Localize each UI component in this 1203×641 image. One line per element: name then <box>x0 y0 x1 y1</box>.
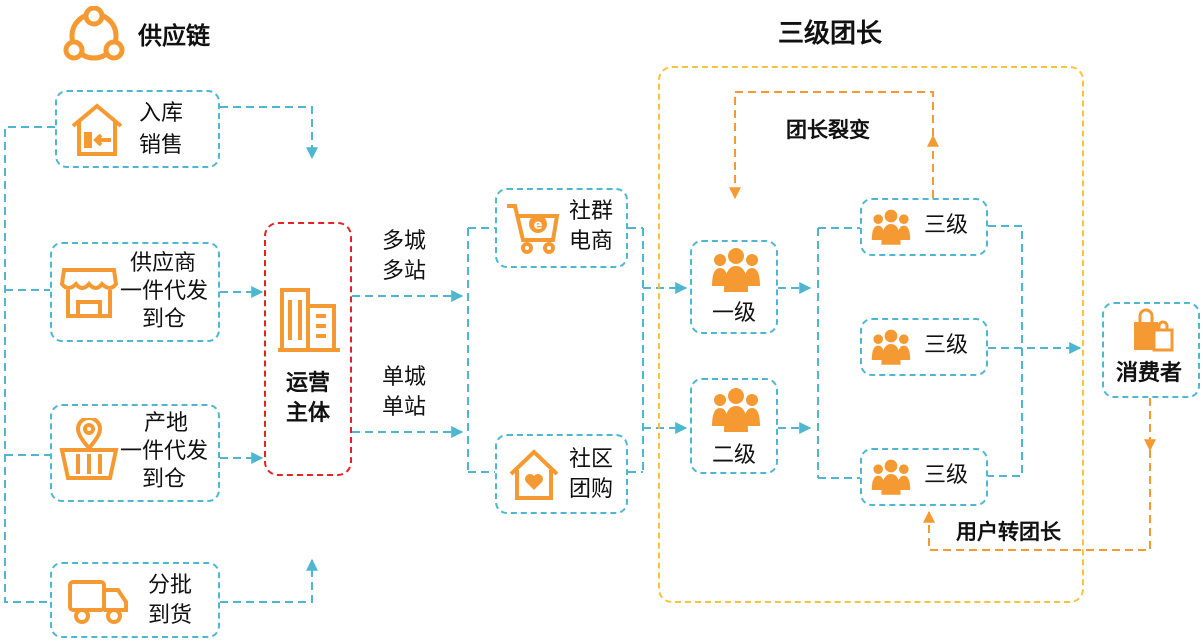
group-people-icon <box>870 208 912 252</box>
user-to-leader-label: 用户转团长 <box>956 520 1061 544</box>
level3-mid-box: 三级 <box>860 318 988 376</box>
multi-city-label-2: 多站 <box>382 259 427 284</box>
svg-text:e: e <box>534 218 543 233</box>
supply-chain-title: 供应链 <box>138 22 210 50</box>
single-city-label-1: 单城 <box>382 365 427 390</box>
community-label-1: 社区 <box>569 447 614 472</box>
supplier-label-1: 供应商 <box>130 251 197 276</box>
warehouse-label-1: 入库 <box>139 101 184 126</box>
warehouse-sales-box: 入库 销售 <box>55 90 220 168</box>
batch-label-2: 到货 <box>148 603 193 628</box>
share-network-icon <box>58 5 130 64</box>
level3-top-label: 三级 <box>924 213 969 238</box>
store-icon <box>58 262 120 326</box>
batch-delivery-box: 分批 到货 <box>50 562 220 638</box>
warehouse-label-2: 销售 <box>139 133 184 158</box>
level2-box: 二级 <box>690 378 778 474</box>
group-people-icon <box>710 246 762 300</box>
supplier-dropship-box: 供应商 一件代发 到仓 <box>50 242 220 342</box>
single-city-label-2: 单站 <box>382 395 427 420</box>
house-heart-icon <box>507 448 561 506</box>
group-people-icon <box>870 328 912 372</box>
level2-label: 二级 <box>712 443 757 468</box>
tier3-title: 三级团长 <box>778 19 883 49</box>
operator-label-1: 运营 <box>286 371 331 396</box>
leader-fission-label: 团长裂变 <box>786 118 870 142</box>
level1-label: 一级 <box>712 301 757 326</box>
level3-mid-label: 三级 <box>924 333 969 358</box>
community-groupbuy-box: 社区 团购 <box>495 434 628 514</box>
consumer-box: 消费者 <box>1102 302 1200 398</box>
truck-icon <box>66 574 130 632</box>
origin-dropship-box: 产地 一件代发 到仓 <box>50 404 220 502</box>
multi-city-label-1: 多城 <box>382 229 427 254</box>
cart-icon: e <box>505 200 561 260</box>
shopping-bags-icon <box>1130 308 1176 358</box>
level3-top-box: 三级 <box>860 198 988 256</box>
origin-label-3: 到仓 <box>142 467 187 492</box>
group-people-icon <box>710 386 762 440</box>
operator-box: 运营 主体 <box>264 222 352 476</box>
level3-bottom-box: 三级 <box>860 448 988 506</box>
warehouse-icon <box>67 100 127 164</box>
social-label-2: 电商 <box>569 229 614 254</box>
origin-label-2: 一件代发 <box>120 439 209 464</box>
social-label-1: 社群 <box>569 199 614 224</box>
supplier-label-3: 到仓 <box>142 307 187 332</box>
operator-label-2: 主体 <box>286 401 331 426</box>
community-label-2: 团购 <box>569 477 614 502</box>
supplier-label-2: 一件代发 <box>120 279 209 304</box>
consumer-label: 消费者 <box>1116 361 1183 386</box>
location-basket-icon <box>58 416 120 488</box>
tier3-region <box>658 66 1084 603</box>
level1-box: 一级 <box>690 240 778 334</box>
group-people-icon <box>870 458 912 502</box>
origin-label-1: 产地 <box>144 411 189 436</box>
level3-bottom-label: 三级 <box>924 463 969 488</box>
buildings-icon <box>276 280 342 356</box>
social-ecommerce-box: e 社群 电商 <box>495 188 628 268</box>
batch-label-1: 分批 <box>148 573 193 598</box>
